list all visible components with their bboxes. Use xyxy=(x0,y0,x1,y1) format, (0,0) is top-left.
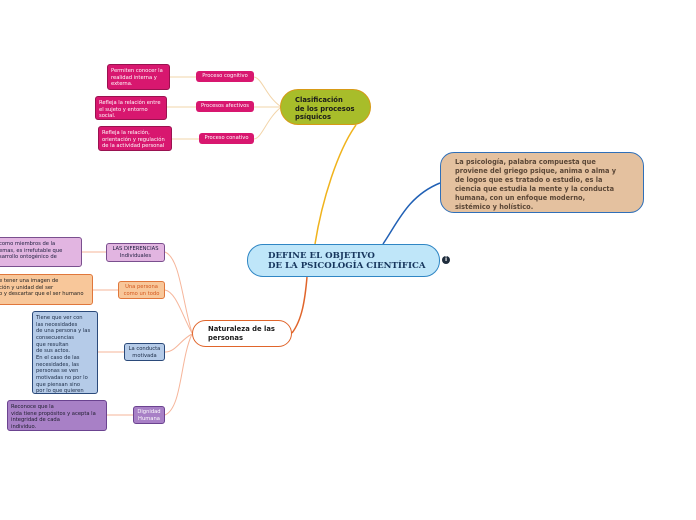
proceso-cognitivo-detail[interactable]: Permiten conocer la realidad interna y e… xyxy=(107,64,170,90)
link-nat-persona xyxy=(164,289,193,334)
proceso-cognitivo-text: Proceso cognitivo xyxy=(202,73,248,79)
conducta-motivada-detail[interactable]: Tiene que ver con las necesidades de una… xyxy=(32,311,98,394)
proceso-conativo-detail[interactable]: Refleja la relación, orientación y regul… xyxy=(98,126,172,151)
diferencias-individuales-label[interactable]: LAS DIFERENCIAS Individuales xyxy=(106,243,165,262)
clasificacion-node[interactable]: Clasificación de los procesos psíquicos xyxy=(280,89,371,125)
persona-todo-detail[interactable]: e tener una imagen de ción y unidad del … xyxy=(0,274,93,305)
link-clas-cognitivo xyxy=(253,76,281,107)
conducta-motivada-detail-text: Tiene que ver con las necesidades de una… xyxy=(36,315,91,394)
link-central-naturaleza xyxy=(291,276,308,334)
persona-todo-text: Una persona como un todo xyxy=(123,284,160,297)
proceso-conativo-text: Proceso conativo xyxy=(204,135,249,141)
link-nat-dignidad xyxy=(164,333,193,416)
procesos-afectivos-label[interactable]: Procesos afectivos xyxy=(196,101,254,112)
dignidad-humana-detail[interactable]: Reconoce que la vida tiene propósitos y … xyxy=(7,400,107,431)
persona-todo-detail-text: e tener una imagen de ción y unidad del … xyxy=(0,278,84,298)
diferencias-individuales-detail[interactable]: como miembros de la emas, es irrefutable… xyxy=(0,237,82,267)
conducta-motivada-label[interactable]: La conducta motivada xyxy=(124,343,165,361)
link-central-clasificacion xyxy=(314,124,357,245)
dignidad-humana-label[interactable]: Dignidad Humana xyxy=(133,406,165,424)
procesos-afectivos-detail-text: Refleja la relación entre el sujeto y en… xyxy=(99,100,161,120)
naturaleza-label: Naturaleza de las personas xyxy=(208,325,275,342)
central-topic-label: DEFINE EL OBJETIVO DE LA PSICOLOGÍA CIEN… xyxy=(268,251,426,272)
diferencias-individuales-text: LAS DIFERENCIAS Individuales xyxy=(112,246,159,259)
psychology-definition-text: La psicología, palabra compuesta que pro… xyxy=(455,158,617,211)
proceso-cognitivo-label[interactable]: Proceso cognitivo xyxy=(196,71,254,82)
conducta-motivada-text: La conducta motivada xyxy=(128,346,161,359)
clasificacion-label: Clasificación de los procesos psíquicos xyxy=(295,96,355,122)
proceso-conativo-label[interactable]: Proceso conativo xyxy=(199,133,254,144)
link-central-psychology xyxy=(382,182,441,245)
link-nat-conducta xyxy=(164,333,193,353)
proceso-cognitivo-detail-text: Permiten conocer la realidad interna y e… xyxy=(111,68,163,88)
procesos-afectivos-detail[interactable]: Refleja la relación entre el sujeto y en… xyxy=(95,96,167,120)
info-icon[interactable]: i xyxy=(442,256,450,264)
procesos-afectivos-text: Procesos afectivos xyxy=(201,103,249,109)
diferencias-individuales-detail-text: como miembros de la emas, es irrefutable… xyxy=(0,241,63,261)
link-nat-diferencias xyxy=(164,251,193,334)
proceso-conativo-detail-text: Refleja la relación, orientación y regul… xyxy=(102,130,165,150)
central-topic[interactable]: DEFINE EL OBJETIVO DE LA PSICOLOGÍA CIEN… xyxy=(247,244,440,277)
persona-todo-label[interactable]: Una persona como un todo xyxy=(118,281,165,299)
naturaleza-node[interactable]: Naturaleza de las personas xyxy=(192,320,292,347)
psychology-definition-node[interactable]: La psicología, palabra compuesta que pro… xyxy=(440,152,644,213)
dignidad-humana-detail-text: Reconoce que la vida tiene propósitos y … xyxy=(11,404,96,430)
dignidad-humana-text: Dignidad Humana xyxy=(137,409,161,422)
link-clas-conativo xyxy=(253,107,281,140)
